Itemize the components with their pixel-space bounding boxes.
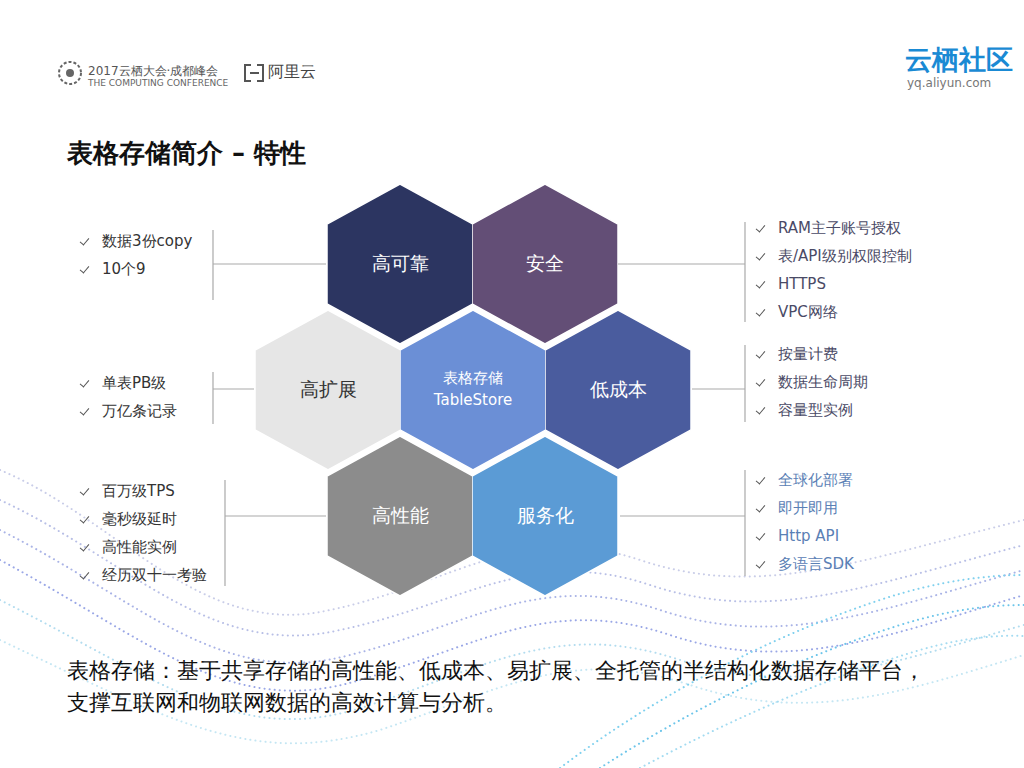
hexagon-text-wrap: 高可靠 bbox=[372, 250, 429, 278]
feature-item: 表/API级别权限控制 bbox=[778, 247, 912, 266]
check-mark bbox=[80, 513, 90, 523]
hexagon-node: 服务化 bbox=[472, 436, 618, 596]
check-mark bbox=[80, 485, 90, 495]
check-mark bbox=[756, 306, 766, 316]
feature-item: 毫秒级延时 bbox=[102, 510, 177, 529]
feature-item: 容量型实例 bbox=[778, 401, 853, 420]
feature-item: 高性能实例 bbox=[102, 538, 177, 557]
hexagon-node: 低成本 bbox=[545, 310, 691, 470]
check-mark bbox=[756, 250, 766, 260]
hexagon-label: 服务化 bbox=[517, 502, 574, 530]
hexagon-text-wrap: 服务化 bbox=[517, 502, 574, 530]
check-mark bbox=[80, 377, 90, 387]
feature-item: 单表PB级 bbox=[102, 374, 166, 393]
feature-item: 百万级TPS bbox=[102, 482, 175, 501]
check-mark bbox=[80, 569, 90, 579]
check-mark bbox=[756, 530, 766, 540]
hexagon-label: 安全 bbox=[526, 250, 564, 278]
hexagon-text-wrap: 表格存储 TableStore bbox=[425, 368, 521, 412]
hexagon-text-wrap: 安全 bbox=[526, 250, 564, 278]
check-mark bbox=[756, 502, 766, 512]
feature-item: 多语言SDK bbox=[778, 555, 854, 574]
check-mark bbox=[756, 474, 766, 484]
check-mark bbox=[756, 222, 766, 232]
hexagon-node: 高可靠 bbox=[327, 184, 473, 344]
hexagon-node: 高扩展 bbox=[255, 310, 401, 470]
check-mark bbox=[80, 541, 90, 551]
hexagon-label: 高性能 bbox=[372, 502, 429, 530]
feature-item: VPC网络 bbox=[778, 303, 838, 322]
feature-item: 数据3份copy bbox=[102, 232, 192, 251]
feature-item: 按量计费 bbox=[778, 345, 838, 364]
hexagon-text-wrap: 高扩展 bbox=[300, 376, 357, 404]
check-mark bbox=[756, 348, 766, 358]
feature-item: 数据生命周期 bbox=[778, 373, 868, 392]
hexagon-text-wrap: 高性能 bbox=[372, 502, 429, 530]
check-mark bbox=[756, 376, 766, 386]
header-text: 云栖社区 bbox=[905, 42, 1013, 78]
check-mark bbox=[80, 235, 90, 245]
check-mark bbox=[756, 558, 766, 568]
feature-item: 经历双十一考验 bbox=[102, 566, 207, 585]
check-mark bbox=[80, 263, 90, 273]
hexagon-label: 表格存储 TableStore bbox=[425, 368, 521, 412]
header-text: 2017云栖大会·成都峰会 bbox=[88, 63, 218, 80]
logo-icon bbox=[59, 62, 81, 84]
hexagon-node: 高性能 bbox=[327, 436, 473, 596]
header-text: 阿里云 bbox=[268, 62, 316, 83]
hexagon-shape bbox=[400, 310, 546, 470]
check-mark bbox=[756, 404, 766, 414]
hexagon-label: 高可靠 bbox=[372, 250, 429, 278]
header-text: THE COMPUTING CONFERENCE bbox=[88, 78, 228, 88]
feature-item: RAM主子账号授权 bbox=[778, 219, 901, 238]
feature-item: Http API bbox=[778, 527, 839, 545]
hexagon-label: 低成本 bbox=[590, 376, 647, 404]
hexagon-label: 高扩展 bbox=[300, 376, 357, 404]
hexagon-node: 安全 bbox=[472, 184, 618, 344]
feature-item: 全球化部署 bbox=[778, 471, 853, 490]
slide-title: 表格存储简介 – 特性 bbox=[67, 136, 306, 171]
feature-item: 即开即用 bbox=[778, 499, 838, 518]
hexagon-text-wrap: 低成本 bbox=[590, 376, 647, 404]
check-mark bbox=[80, 405, 90, 415]
check-mark bbox=[756, 278, 766, 288]
slide-caption: 表格存储：基于共享存储的高性能、低成本、易扩展、全托管的半结构化数据存储平台，支… bbox=[67, 655, 937, 719]
feature-item: 10个9 bbox=[102, 260, 146, 279]
header-text: yq.aliyun.com bbox=[907, 76, 991, 90]
aliyun-logo bbox=[245, 65, 263, 81]
hexagon-node: 表格存储 TableStore bbox=[400, 310, 546, 470]
feature-item: HTTPS bbox=[778, 275, 826, 293]
feature-item: 万亿条记录 bbox=[102, 402, 177, 421]
